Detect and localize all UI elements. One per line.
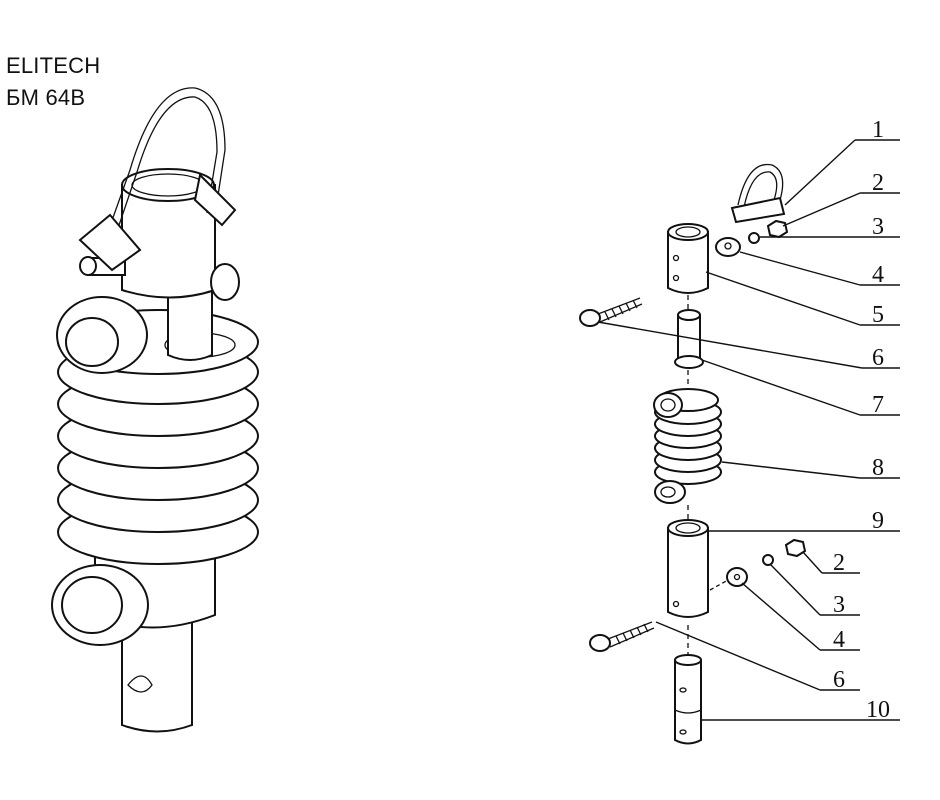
part-7-bushing <box>674 309 704 369</box>
part-10-pipe <box>674 654 702 745</box>
assembled-illustration <box>51 87 259 733</box>
callout-2: 2 <box>872 170 884 196</box>
part-8-spring <box>653 388 722 504</box>
callout-numbers: 1 2 3 4 5 6 7 8 9 2 3 4 6 10 <box>833 117 890 723</box>
callout-4: 4 <box>872 262 884 288</box>
callout-6: 6 <box>872 345 884 371</box>
model-name: БМ 64В <box>6 85 86 110</box>
callout-5: 5 <box>872 302 884 328</box>
part-6-lower-bolt <box>589 621 655 652</box>
part-6-upper-bolt <box>579 297 643 327</box>
brand-label: ELITECH БМ 64В <box>6 50 100 114</box>
callout-7: 7 <box>872 392 884 418</box>
brand-name: ELITECH <box>6 53 101 78</box>
callout-6-lower: 6 <box>833 667 845 693</box>
exploded-illustration <box>579 163 807 745</box>
callout-8: 8 <box>872 455 884 481</box>
hardware-bottom <box>709 538 807 591</box>
part-5-upper-sleeve <box>667 223 709 294</box>
callout-4-lower: 4 <box>833 627 845 653</box>
part-1-lynch-pin <box>730 163 786 224</box>
callout-3: 3 <box>872 214 884 240</box>
callout-3-lower: 3 <box>833 592 845 618</box>
callout-9: 9 <box>872 508 884 534</box>
callout-leaders <box>597 139 900 721</box>
callout-10: 10 <box>866 697 890 723</box>
hardware-top <box>715 219 789 257</box>
callout-2-lower: 2 <box>833 550 845 576</box>
part-9-lower-sleeve <box>667 519 709 618</box>
callout-1: 1 <box>872 117 884 143</box>
